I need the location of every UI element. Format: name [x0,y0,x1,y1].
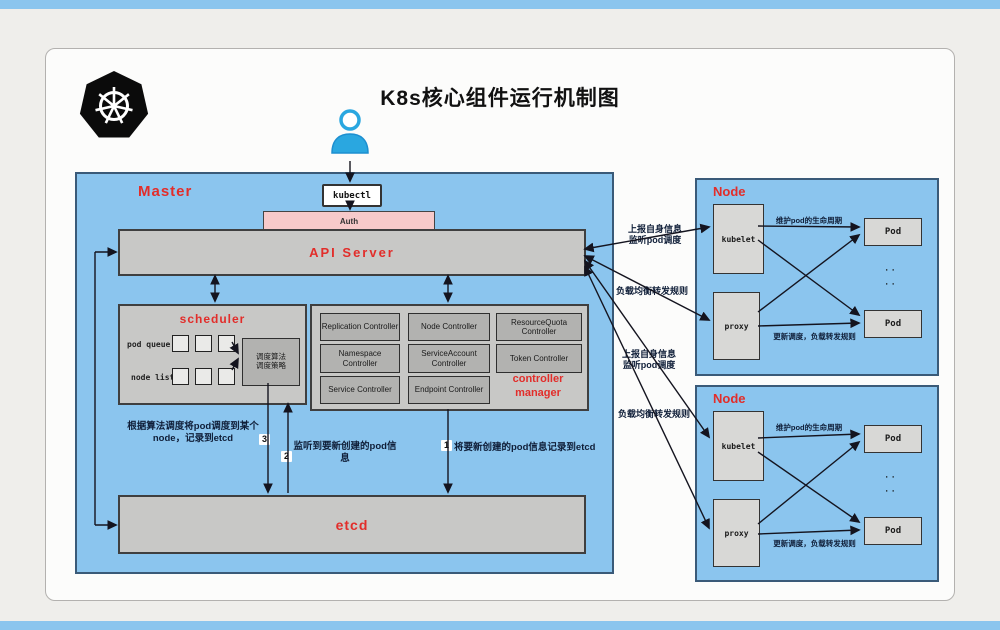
controller-manager-title: controller manager [512,373,564,400]
pod-queue-label: pod queue [127,340,171,349]
node2-proxy-pod-label: 更新调度，负载转发规则 [773,539,856,548]
scheduler-title: scheduler [179,312,246,326]
namespace-controller-box: Namespace Controller [320,344,400,373]
node-list-slot [218,368,235,385]
serviceaccount-controller-box: ServiceAccount Controller [408,344,490,373]
node1-label: Node [713,184,746,199]
node1-proxy-box: proxy [713,292,760,360]
user-icon [331,109,369,154]
controller-manager-box: Replication Controller Node Controller R… [310,304,589,411]
endpoint-controller-box: Endpoint Controller [408,376,490,404]
flow-step3-text: 根据算法调度将pod调度到某个node，记录到etcd [127,421,259,444]
node2-label: Node [713,391,746,406]
kubectl-box: kubectl [322,184,382,207]
flow-step2-text: 监听到要新创建的pod信息 [293,441,397,464]
node-list-slot [195,368,212,385]
node2-kubelet-box: kubelet [713,411,764,481]
token-controller-box: Token Controller [496,344,582,373]
kubernetes-logo-icon [79,71,149,138]
pod-queue-slot [218,335,235,352]
node2-pods-ellipsis: ∙∙ ∙∙ [885,472,899,496]
node1-proxy-pod-label: 更新调度，负载转发规则 [773,332,856,341]
node2-proxy-box: proxy [713,499,760,567]
node1-pod2-box: Pod [864,310,922,338]
replication-controller-box: Replication Controller [320,313,400,341]
top-blue-strip [0,0,1000,9]
api-kubelet1-link-label: 上报自身信息 监听pod调度 [627,224,682,246]
node-list-slot [172,368,189,385]
node-controller-box: Node Controller [408,313,490,341]
auth-box: Auth [263,211,435,231]
node2-pod2-box: Pod [864,517,922,545]
scheduler-box: scheduler pod queue node list 调度算法 调度策略 [118,304,307,405]
api-kubelet2-link-label: 上报自身信息 监听pod调度 [621,349,676,371]
flow-step1-number: 1 [441,440,453,451]
node1-kubelet-box: kubelet [713,204,764,274]
scheduling-algorithm-box: 调度算法 调度策略 [242,338,300,386]
pod-queue-slot [195,335,212,352]
bottom-blue-strip [0,621,1000,630]
node1-pod1-box: Pod [864,218,922,246]
pod-queue-slot [172,335,189,352]
etcd-box: etcd [118,495,586,554]
node1-box: Node kubelet proxy Pod Pod ∙∙ ∙∙ 维护pod的生… [695,178,939,376]
flow-step2-number: 2 [281,451,293,462]
master-label: Master [138,183,193,200]
flow-step1-text: 将要新创建的pod信息记录到etcd [454,442,596,453]
node2-kubelet-pod-label: 维护pod的生命周期 [775,423,843,432]
flow-step3-number: 3 [259,434,271,445]
page-title: K8s核心组件运行机制图 [380,87,620,110]
node2-box: Node kubelet proxy Pod Pod ∙∙ ∙∙ 维护pod的生… [695,385,939,582]
node1-kubelet-pod-label: 维护pod的生命周期 [775,216,843,225]
node2-pod1-box: Pod [864,425,922,453]
api-proxy1-link-label: 负载均衡转发规则 [615,286,688,296]
node-list-label: node list [131,373,175,382]
node1-pods-ellipsis: ∙∙ ∙∙ [885,265,899,289]
api-proxy2-link-label: 负载均衡转发规则 [617,409,690,419]
api-server-box: API Server [118,229,586,276]
service-controller-box: Service Controller [320,376,400,404]
resourcequota-controller-box: ResourceQuota Controller [496,313,582,341]
